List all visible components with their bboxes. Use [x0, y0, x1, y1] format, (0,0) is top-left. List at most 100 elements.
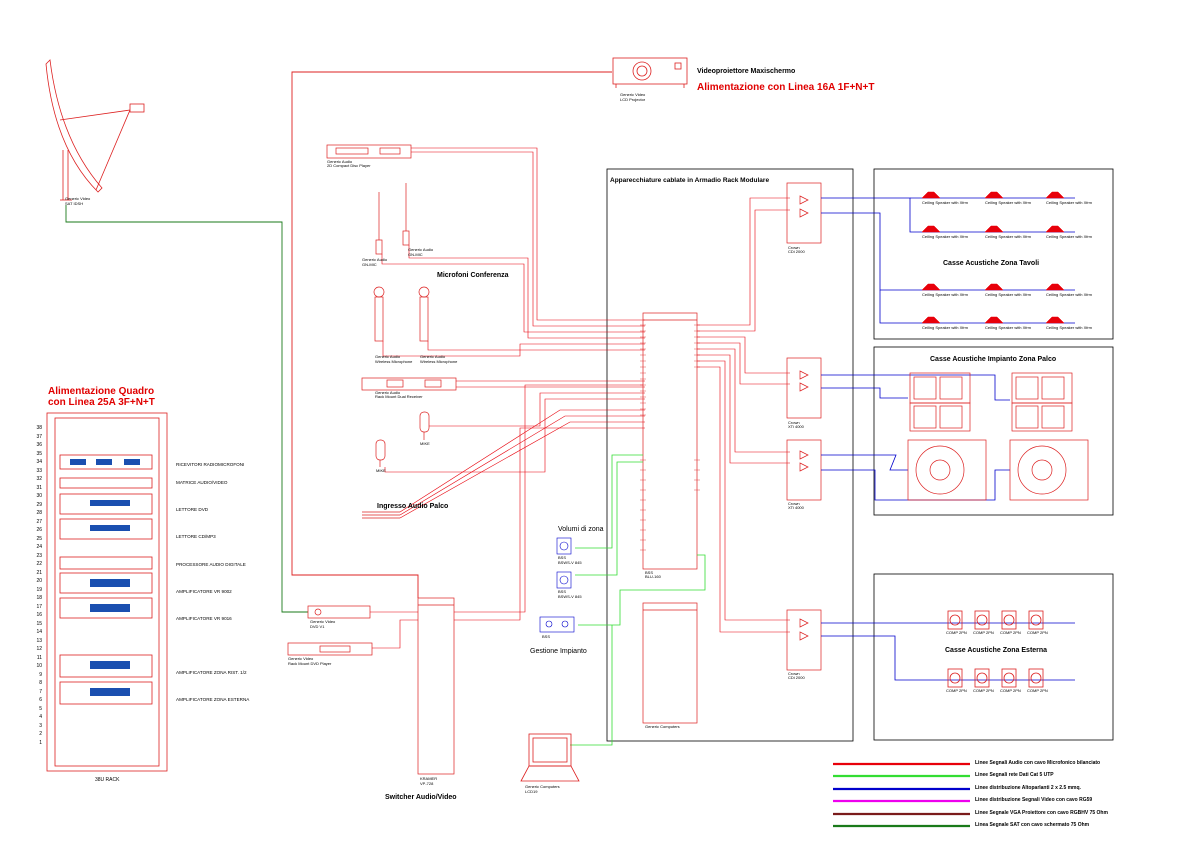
rack-front-details [70, 459, 140, 696]
switcher-l1: KRAMER [420, 776, 438, 781]
amp-2-l1: Crown [788, 420, 800, 425]
legend-label-video: Linee distribuzione Segnali Video con ca… [975, 797, 1093, 803]
stage-speakers [907, 372, 1089, 501]
ceiling-label-r2c2: Ceiling Speaker with Xfrm [985, 234, 1032, 239]
laptop-l2: LCD19 [525, 789, 538, 794]
legend-label-sat: Linea Segnale SAT con cavo schermato 75 … [975, 822, 1090, 828]
mic-wired-1-l2: GN-MIC [362, 262, 377, 267]
amp-1-l2: CDi 2000 [788, 249, 805, 254]
sat-cable [65, 205, 308, 613]
ingresso-title: Ingresso Audio Palco [377, 503, 449, 510]
rack-label-amp-9016: AMPLIFICATORE VR 9016 [176, 616, 232, 621]
ceiling-label-r2c1: Ceiling Speaker with Xfrm [922, 234, 969, 239]
rack-label-amp-rist: AMPLIFICATORE ZONA RIST. 1/2 [176, 670, 247, 675]
ceiling-label-r3c1: Ceiling Speaker with Xfrm [922, 292, 969, 297]
dvd-l1: Generic Video [310, 619, 336, 624]
volume-1-l1: BSS [558, 555, 567, 560]
switcher [417, 597, 455, 775]
processor-device-2: BLU-160 [645, 574, 661, 579]
gestione-title: Gestione Impianto [530, 648, 587, 655]
volume-2-l2: BSWS-V 845 [558, 594, 582, 599]
data-network-wires [570, 454, 706, 746]
zona-tavoli-frame [873, 168, 1114, 340]
zone-volume-controls [556, 537, 572, 589]
mic-wireless-2-l2: Wireless Microphone [420, 359, 458, 364]
mic-wired-2-l1: Generic Audio [408, 247, 434, 252]
computer-rack-label: Generic Computers [645, 724, 680, 729]
vga-cable [291, 71, 612, 598]
audio-input-wires [381, 147, 645, 519]
volume-1-l2: BSWS-V 845 [558, 560, 582, 565]
rack-label-receivers: RICEVITORI RADIOMICROFONI [176, 462, 245, 467]
dvd-l2: DVD V1 [310, 624, 325, 629]
rack-label-dvd: LETTORE DVD [176, 507, 209, 512]
esterna-label-6: COMP 2PN [973, 688, 994, 693]
esterna-label-7: COMP 2PN [1000, 688, 1021, 693]
processor-device-1: BSS [645, 570, 654, 575]
ceiling-label-r4c3: Ceiling Speaker with Xfrm [1046, 325, 1093, 330]
rack-computer [642, 602, 698, 724]
legend-label-audio: Linee Segnali Audio con cavo Microfonico… [975, 760, 1101, 766]
zona-palco-frame [873, 346, 1114, 516]
amp-3-l2: XTi 4000 [788, 505, 804, 510]
ceiling-label-r3c2: Ceiling Speaker with Xfrm [985, 292, 1032, 297]
processor-ports [640, 324, 700, 551]
equipment-rack [46, 412, 168, 772]
switcher-title: Switcher Audio/Video [385, 794, 457, 801]
laptop-l1: Generic Computers [525, 784, 560, 789]
projector-device-1: Generic Video [620, 92, 646, 97]
legend-label-vga: Linee Segnale VGA Proiettore con cavo RG… [975, 810, 1108, 816]
palco-mic-1: MIKE [420, 441, 430, 446]
speaker-wires [821, 197, 1075, 681]
esterna-label-4: COMP 2PN [1027, 630, 1048, 635]
ceiling-label-r1c2: Ceiling Speaker with Xfrm [985, 200, 1032, 205]
amp-3-l1: Crown [788, 501, 800, 506]
power-rack-title-1: Alimentazione Quadro [48, 386, 155, 397]
amp-4-l1: Crown [788, 671, 800, 676]
external-speakers [947, 610, 1044, 688]
mic-wireless-1-l1: Generic Audio [375, 354, 401, 359]
satellite-device-2: SAT IDSH [65, 201, 84, 206]
zona-esterna-title: Casse Acustiche Zona Esterna [945, 647, 1048, 654]
projector [612, 57, 688, 88]
rack-label-processor: PROCESSORE AUDIO DIGITALE [176, 562, 246, 567]
wired-mics [375, 183, 410, 255]
gestione-device [539, 616, 575, 633]
rack-label-amp-esterna: AMPLIFICATORE ZONA ESTERNA [176, 697, 250, 702]
esterna-label-5: COMP 2PN [946, 688, 967, 693]
dvd-devices [287, 605, 373, 656]
ceiling-label-r3c3: Ceiling Speaker with Xfrm [1046, 292, 1093, 297]
rack-label-matrix: MATRICE AUDIO/VIDEO [176, 480, 228, 485]
volumi-title: Volumi di zona [558, 526, 604, 533]
mic-wired-1-l1: Generic Audio [362, 257, 388, 262]
zona-esterna-frame [873, 573, 1114, 741]
ceiling-label-r2c3: Ceiling Speaker with Xfrm [1046, 234, 1093, 239]
wireless-mics [373, 286, 430, 342]
ceiling-label-r1c3: Ceiling Speaker with Xfrm [1046, 200, 1093, 205]
esterna-label-8: COMP 2PN [1027, 688, 1048, 693]
amp-2-l2: XTi 4000 [788, 424, 804, 429]
legend-label-speaker: Linee distribuzione Altoparlanti 2 x 2.5… [975, 785, 1081, 791]
mic-wireless-1-l2: Wireless Microphone [375, 359, 413, 364]
zona-tavoli-title: Casse Acustiche Zona Tavoli [943, 260, 1040, 267]
ceiling-label-r4c2: Ceiling Speaker with Xfrm [985, 325, 1032, 330]
stage-mics [375, 411, 430, 467]
satellite-dish [45, 59, 145, 201]
zona-palco-title: Casse Acustiche Impianto Zona Palco [930, 356, 1057, 363]
rack-section-title: Apparecchiature cablate in Armadio Rack … [610, 177, 770, 184]
projector-device-2: LCD Projector [620, 97, 646, 102]
esterna-label-2: COMP 2PN [973, 630, 994, 635]
cd-player-device-2: 2D Compact Disc Player [327, 163, 371, 168]
processor-to-amps-wires [697, 197, 790, 633]
mic-wired-2-l2: GN-MIC [408, 252, 423, 257]
esterna-label-3: COMP 2PN [1000, 630, 1021, 635]
satellite-device-1: Generic Video [65, 196, 91, 201]
switcher-l2: VP-728 [420, 781, 434, 786]
audio-processor [642, 312, 698, 570]
rack-label-amp-9002: AMPLIFICATORE VR 9002 [176, 589, 232, 594]
projector-power: Alimentazione con Linea 16A 1F+N+T [697, 82, 875, 93]
ceiling-label-r4c1: Ceiling Speaker with Xfrm [922, 325, 969, 330]
cd-player [326, 144, 412, 159]
dual-receiver [361, 377, 457, 391]
